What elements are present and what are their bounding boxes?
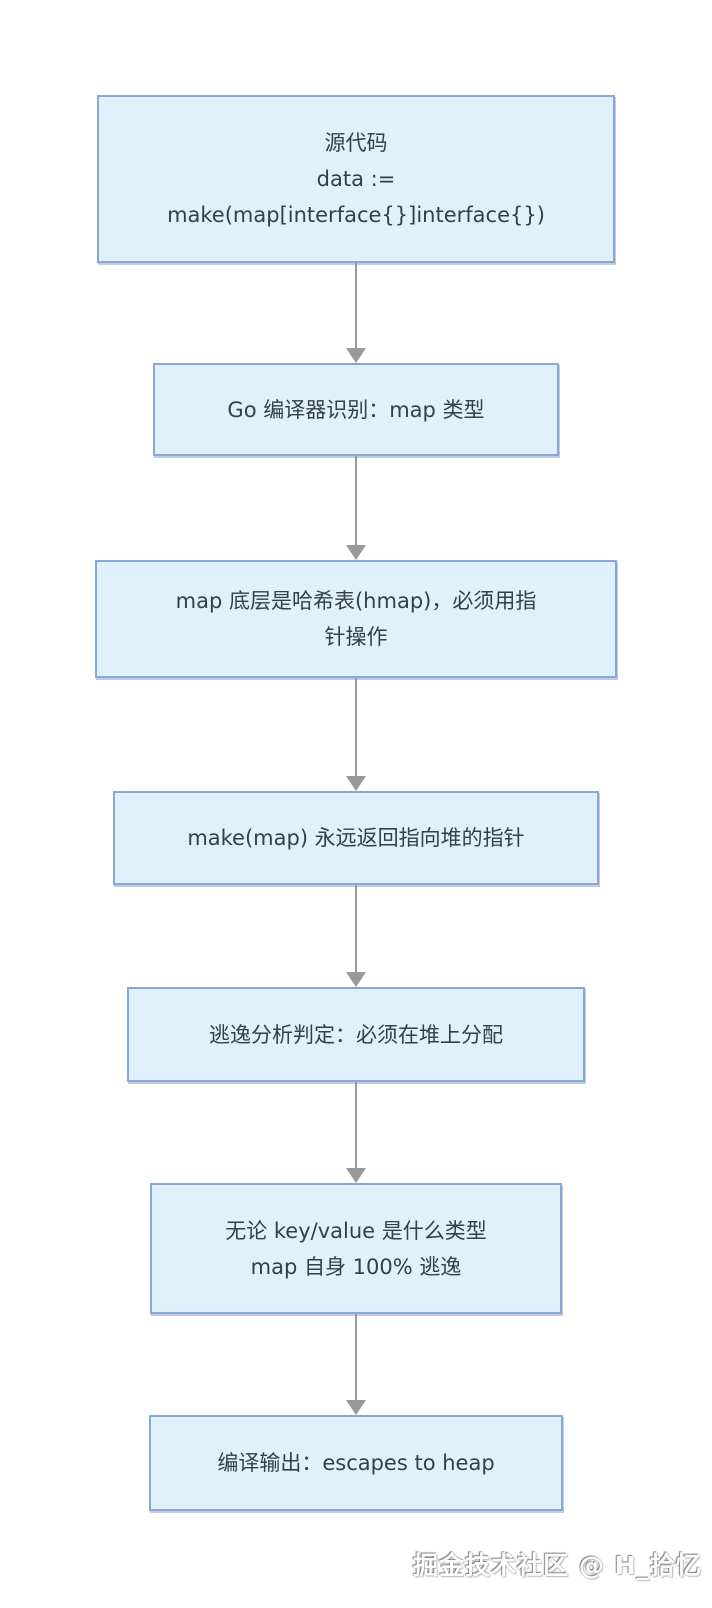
arrow-line [355, 456, 357, 545]
flow-arrow [346, 885, 366, 987]
node-text-line: make(map) 永远返回指向堆的指针 [187, 826, 525, 850]
node-source-code: 源代码 data := make(map[interface{}]interfa… [97, 95, 615, 263]
node-text-line: make(map[interface{}]interface{}) [167, 203, 545, 227]
node-text-line: map 自身 100% 逃逸 [250, 1254, 462, 1279]
arrow-line [355, 263, 357, 348]
arrow-down-icon [346, 972, 366, 987]
node-text-line: 针操作 [324, 625, 388, 649]
arrow-line [355, 1314, 357, 1400]
watermark: 掘金技术社区 @ H_拾忆 [413, 1551, 702, 1580]
node-compile-output: 编译输出：escapes to heap [149, 1415, 563, 1511]
node-text-line: 逃逸分析判定：必须在堆上分配 [209, 1022, 503, 1047]
flow-arrow [346, 1314, 366, 1415]
arrow-down-icon [346, 1400, 366, 1415]
arrow-line [355, 678, 357, 776]
flow-arrow [346, 1082, 366, 1183]
node-text-line: 编译输出：escapes to heap [217, 1451, 495, 1475]
flow-arrow [346, 456, 366, 560]
arrow-down-icon [346, 348, 366, 363]
node-text-line: 源代码 [324, 131, 388, 155]
arrow-down-icon [346, 776, 366, 791]
flow-arrow [346, 263, 366, 363]
node-text-line: data := [316, 167, 396, 191]
arrow-down-icon [346, 545, 366, 560]
node-text-line: 无论 key/value 是什么类型 [225, 1218, 487, 1243]
node-compiler-identify-map-type: Go 编译器识别：map 类型 [153, 363, 559, 456]
arrow-line [355, 1082, 357, 1168]
arrow-down-icon [346, 1168, 366, 1183]
node-make-returns-heap-pointer: make(map) 永远返回指向堆的指针 [113, 791, 599, 885]
node-map-always-escapes: 无论 key/value 是什么类型 map 自身 100% 逃逸 [150, 1183, 562, 1314]
node-escape-analysis-verdict: 逃逸分析判定：必须在堆上分配 [127, 987, 585, 1082]
node-text-line: map 底层是哈希表(hmap)，必须用指 [175, 589, 537, 613]
node-hmap-needs-pointer: map 底层是哈希表(hmap)，必须用指 针操作 [95, 560, 617, 678]
flow-arrow [346, 678, 366, 791]
node-text-line: Go 编译器识别：map 类型 [227, 397, 485, 422]
arrow-line [355, 885, 357, 972]
